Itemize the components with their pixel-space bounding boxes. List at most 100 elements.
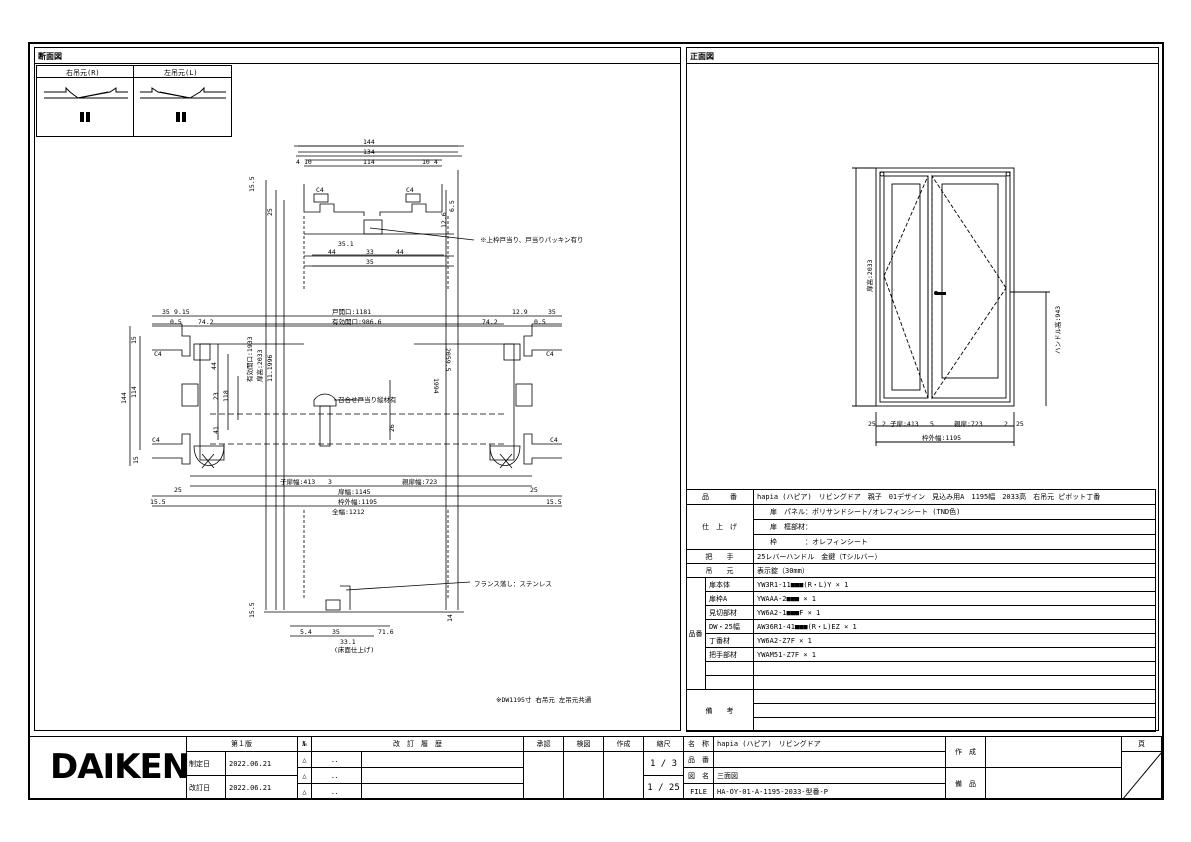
note-packing: ※上枠戸当り、戸当りパッキン有り: [480, 235, 584, 244]
dim-15b: 15: [132, 456, 140, 464]
part-name-4: 丁番材: [706, 634, 754, 648]
revised-label: 改訂日: [186, 776, 226, 800]
lever-handle: [936, 292, 946, 295]
dim-723: 親扉幅:723: [402, 477, 437, 486]
part-name-3: DW・25幅: [706, 620, 754, 634]
edition-header: 第１版: [186, 736, 298, 752]
section-drawing: 144 134 114 4 10 10 4 C4 C4 15.5 25 12.6…: [120, 138, 592, 704]
dim-0-5a: 0.5: [170, 318, 182, 326]
hinge-right-label: 右吊元(R): [66, 69, 100, 77]
page-label: 頁: [1122, 736, 1162, 752]
remarks-row-0: [754, 690, 1156, 704]
spec-label-4: 把 手: [686, 550, 754, 564]
dim-1145: 扉幅:1145: [338, 487, 371, 496]
spec-label: 備 品: [946, 768, 986, 800]
draw-header: 作成: [604, 736, 644, 752]
label-c4-br: C4: [550, 436, 558, 444]
dim-25a: 25: [174, 486, 182, 494]
dim-bot-33-1: 33.1: [340, 638, 356, 646]
dim-v-26: 26: [388, 424, 396, 432]
dim-v-15-5-b: 15.5: [248, 602, 256, 618]
rev-mark-1: △: [298, 768, 312, 784]
spec-value-4: 25レバーハンドル 金鍵（Tシルバー）: [754, 550, 1156, 564]
rev-dot-2: ．．: [312, 784, 362, 800]
part-no-value: [714, 752, 946, 768]
spec-value-0: hapia (ハピア) リビングドア 親子 01デザイン 見込み用A 1195幅…: [754, 490, 1156, 505]
dim-frame-in: 有効開口:986.6: [332, 317, 382, 326]
front-dim-25b: 25: [1016, 420, 1024, 428]
part-name-0: 扉本体: [706, 578, 754, 592]
dim-bot-14: 14: [446, 614, 454, 622]
note-magnet: 召合せ戸当り縦材有: [338, 395, 397, 404]
dim-v-2059-5: 2059.5: [444, 348, 452, 372]
dim-1195: 枠外幅:1195: [338, 497, 377, 506]
dim-v-118: 118: [222, 390, 230, 402]
part-code-0: YW3R1-11■■■(R・L)Y × 1: [754, 578, 1156, 592]
dim-v-1994: 1994: [432, 378, 440, 394]
maker-value: [986, 736, 1122, 768]
rev-text-2: [362, 784, 524, 800]
rev-mark-2: △: [298, 784, 312, 800]
front-dim-413: 子扉:413: [890, 419, 919, 428]
dim-v-114: 114: [130, 386, 138, 398]
hinge-left-label: 左吊元(L): [164, 69, 198, 77]
spec-value-3: 枠 ：オレフィンシート: [754, 535, 1156, 550]
dim-3: 3: [328, 478, 332, 486]
part-name-1: 扉枠A: [706, 592, 754, 606]
page-diagonal: [1122, 752, 1162, 800]
dim-v-25: 25: [266, 208, 274, 216]
part-name-7: [706, 676, 754, 690]
part-code-4: YW6A2-Z7F × 1: [754, 634, 1156, 648]
scale-header: 縮尺: [644, 736, 684, 752]
title-grid: 第１版 制定日 2022.06.21 改訂日 2022.06.21 № △ △ …: [186, 736, 1162, 800]
note-flange: フランス落し：ステンレス: [474, 579, 552, 588]
dim-top-10a: 10: [304, 158, 312, 166]
rev-dot-1: ．．: [312, 768, 362, 784]
front-dim-2a: 2: [882, 420, 886, 428]
part-code-5: YWAM51-Z7F × 1: [754, 648, 1156, 662]
dim-74-2b: 74.2: [482, 318, 498, 326]
parts-label: 品番: [686, 578, 706, 690]
name-label: 名 称: [684, 736, 714, 752]
remarks-row-2: [754, 718, 1156, 732]
front-drawing: 扉高:2033 ハンドル高:943 25 2 子扉:413 5 親扉:723 2…: [852, 167, 1062, 446]
rev-text-1: [362, 768, 524, 784]
maker-label: 作 成: [946, 736, 986, 768]
scale-1: 1 / 3: [644, 752, 684, 776]
dim-bot-71-6: 71.6: [378, 628, 394, 636]
spec-label-5: 吊 元: [686, 564, 754, 578]
hinge-legend: [36, 65, 232, 137]
revised-date: 2022.06.21: [226, 776, 298, 800]
spec-value-1: 扉 パネル：ポリサンドシート/オレフィンシート (TND色): [754, 505, 1156, 520]
front-title-underline: [686, 63, 1159, 64]
dim-top-114: 114: [363, 158, 375, 166]
remarks-label: 備 考: [686, 690, 754, 732]
hinge-legend-divider: [133, 65, 134, 137]
file-value: HA-OY-01-A-1195-2033-型番-P: [714, 784, 946, 800]
dim-v-left-a: 有効開口:1933: [245, 336, 254, 382]
front-handle-height: ハンドル高:943: [1053, 306, 1062, 354]
spec-value-5: 表示錠（30mm）: [754, 564, 1156, 578]
part-code-3: AW36R1-41■■■(R・L)EZ × 1: [754, 620, 1156, 634]
hinge-legend-row: [36, 77, 232, 78]
label-c4-mr: C4: [546, 350, 554, 358]
dim-bot-note2: (床面仕上げ): [334, 645, 374, 654]
dim-33: 33: [366, 248, 374, 256]
dim-35-left: 35: [162, 308, 170, 316]
dim-top-4a: 4: [296, 158, 300, 166]
note-bottom: ※DW1195寸 右吊元 左吊元共通: [496, 695, 592, 704]
dim-v-12-6: 12.6: [440, 212, 448, 228]
label-c4-tl: C4: [316, 186, 324, 194]
title-underline: [34, 63, 681, 64]
brand-logo: DAIKEN: [50, 747, 190, 787]
dim-v-15-5-top: 15.5: [248, 176, 256, 192]
front-dim-5: 5: [930, 420, 934, 428]
part-name-6: [706, 662, 754, 676]
hinge-diagrams: [44, 86, 226, 122]
front-dim-2b: 2: [1004, 420, 1008, 428]
scale-2: 1 / 25: [644, 776, 684, 800]
front-view-panel: [686, 47, 1159, 731]
rev-mark-0: △: [298, 752, 312, 768]
dim-top-4b: 4: [434, 158, 438, 166]
created-label: 制定日: [186, 752, 226, 776]
